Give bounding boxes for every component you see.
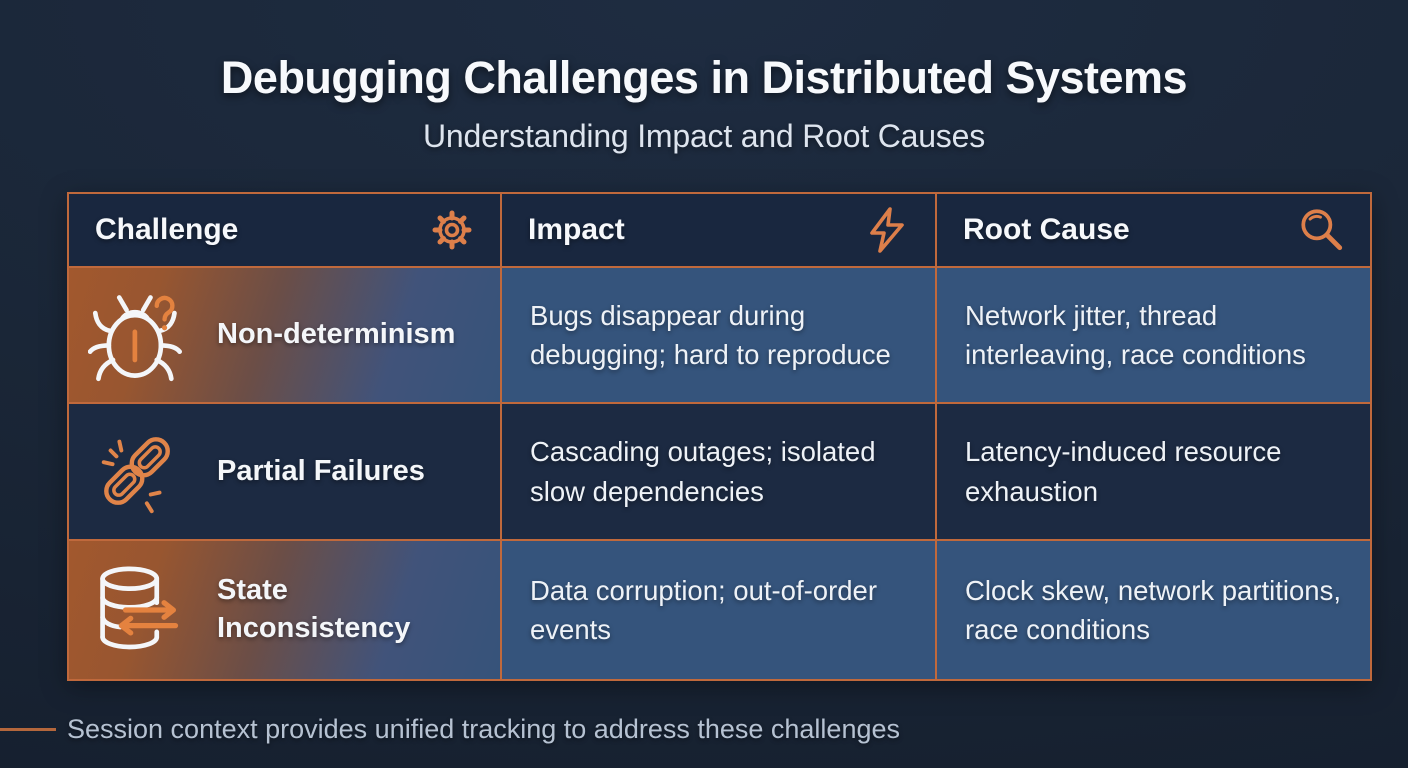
database-sync-icon — [87, 560, 189, 660]
table-row-challenge-partial-failures: Partial Failures — [69, 404, 500, 539]
footer-accent-line — [0, 728, 56, 731]
challenge-label: Non-determinism — [217, 318, 456, 351]
column-header-label: Impact — [528, 213, 625, 246]
root-cause-cell: Clock skew, network partitions, race con… — [937, 541, 1370, 679]
column-header-label: Challenge — [95, 213, 239, 246]
impact-cell: Bugs disappear during debugging; hard to… — [502, 268, 935, 402]
root-cause-cell: Latency-induced resource exhaustion — [937, 404, 1370, 539]
root-cause-text: Network jitter, thread interleaving, rac… — [965, 299, 1306, 370]
impact-text: Cascading outages; isolated slow depende… — [530, 436, 876, 507]
bug-question-icon — [87, 285, 189, 385]
impact-text: Data corruption; out-of-order events — [530, 574, 877, 645]
table-row-challenge-non-determinism: Non-determinism — [69, 268, 500, 402]
column-header-root-cause: Root Cause — [937, 194, 1370, 266]
broken-chain-icon — [87, 425, 189, 519]
challenge-label: State Inconsistency — [217, 574, 411, 644]
column-header-challenge: Challenge — [69, 194, 500, 266]
page-title: Debugging Challenges in Distributed Syst… — [220, 52, 1188, 103]
challenge-label: Partial Failures — [217, 454, 425, 487]
root-cause-text: Latency-induced resource exhaustion — [965, 436, 1282, 507]
impact-cell: Cascading outages; isolated slow depende… — [502, 404, 935, 539]
impact-cell: Data corruption; out-of-order events — [502, 541, 935, 679]
challenges-table: Challenge Impact Root Cause — [67, 192, 1372, 681]
root-cause-text: Clock skew, network partitions, race con… — [965, 574, 1341, 645]
root-cause-cell: Network jitter, thread interleaving, rac… — [937, 268, 1370, 402]
lightning-icon — [863, 206, 911, 254]
column-header-impact: Impact — [502, 194, 935, 266]
impact-text: Bugs disappear during debugging; hard to… — [530, 299, 891, 370]
footer-note: Session context provides unified trackin… — [67, 714, 900, 744]
magnifier-icon — [1296, 205, 1346, 255]
table-row-challenge-state-inconsistency: State Inconsistency — [69, 541, 500, 679]
gear-icon — [428, 206, 476, 254]
page-subtitle: Understanding Impact and Root Causes — [422, 118, 986, 154]
column-header-label: Root Cause — [963, 213, 1130, 246]
